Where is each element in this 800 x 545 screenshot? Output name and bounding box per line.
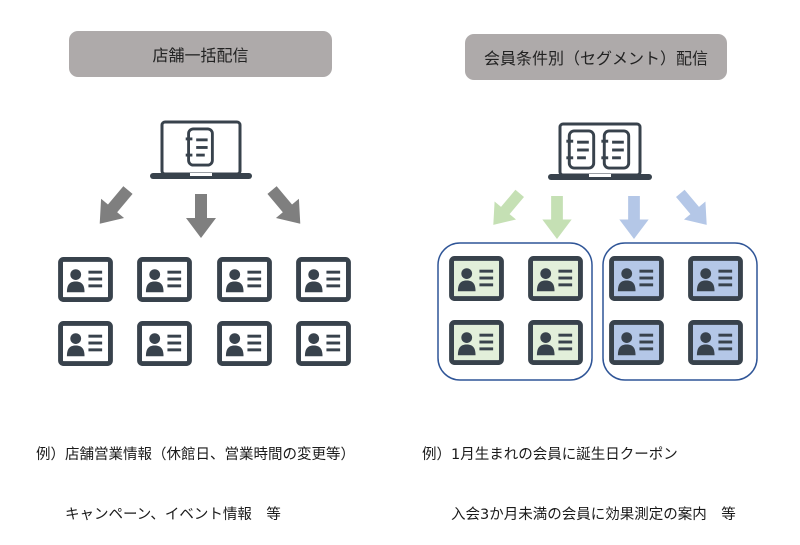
down-arrow-icon (619, 196, 649, 239)
laptop-with-two-documents-icon (548, 122, 652, 180)
example-line: キャンペーン、イベント情報 等 (65, 507, 281, 523)
down-arrow-icon (186, 194, 216, 238)
member-card-icon (220, 259, 270, 299)
title-segment-broadcast-label: 会員条件別（セグメント）配信 (483, 49, 708, 68)
left-arrows (88, 180, 312, 238)
down-right-arrow-icon (669, 184, 718, 234)
segment-b-arrows (619, 184, 718, 239)
title-segment-broadcast: 会員条件別（セグメント）配信 (465, 34, 727, 80)
member-card-icon (612, 258, 662, 298)
member-card-icon (531, 322, 581, 362)
member-card-icon (612, 322, 662, 362)
down-left-arrow-icon (88, 180, 140, 234)
segment-b-group-border (602, 242, 758, 381)
laptop-with-document-icon (150, 120, 252, 179)
member-card-icon (61, 259, 111, 299)
member-card-icon (452, 322, 502, 362)
diagram-canvas (0, 120, 758, 381)
title-store-broadcast-label: 店舗一括配信 (152, 46, 249, 65)
segment-broadcast-examples: 例）1月生まれの会員に誕生日クーポン 入会3か月未満の会員に効果測定の案内 等 (422, 405, 736, 545)
down-left-arrow-icon (482, 184, 531, 234)
member-card-icon (299, 259, 349, 299)
member-card-icon (220, 323, 270, 363)
segment-b-member-cards (612, 258, 741, 362)
example-prefix: 例） (422, 447, 451, 463)
member-card-icon (691, 258, 741, 298)
down-right-arrow-icon (260, 180, 312, 234)
member-card-icon (452, 258, 502, 298)
example-line: 店舗営業情報（休館日、営業時間の変更等） (65, 447, 355, 463)
example-line: 1月生まれの会員に誕生日クーポン (451, 447, 678, 463)
store-broadcast-examples: 例）店舗営業情報（休館日、営業時間の変更等） キャンペーン、イベント情報 等 (36, 405, 355, 545)
down-arrow-icon (542, 196, 572, 239)
title-store-broadcast: 店舗一括配信 (69, 31, 332, 77)
member-card-icon (531, 258, 581, 298)
member-card-icon (140, 259, 190, 299)
member-card-icon (61, 323, 111, 363)
member-card-icon (691, 322, 741, 362)
left-member-cards (61, 259, 349, 363)
segment-a-group-border (437, 242, 593, 381)
member-card-icon (140, 323, 190, 363)
segment-a-member-cards (452, 258, 581, 362)
segment-a-arrows (482, 184, 572, 239)
member-card-icon (299, 323, 349, 363)
example-prefix: 例） (36, 447, 65, 463)
example-line: 入会3か月未満の会員に効果測定の案内 等 (451, 507, 736, 523)
